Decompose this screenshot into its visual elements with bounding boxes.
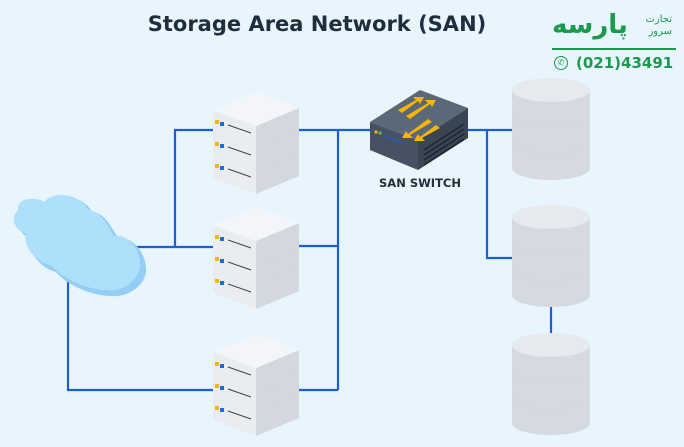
logo-brand: پارسه <box>552 10 628 40</box>
company-logo: پارسه تجارت سرور ✆ (021)43491 <box>548 10 678 76</box>
logo-subtitle: تجارت سرور <box>645 14 672 37</box>
san-switch-icon <box>370 90 468 170</box>
link-cloud-servers <box>125 128 215 249</box>
switch-label: SAN SWITCH <box>379 176 461 190</box>
phone-icon: ✆ <box>554 56 568 70</box>
storage-disk-icon <box>512 205 590 307</box>
connection-lines <box>66 128 553 392</box>
logo-phone: (021)43491 <box>576 54 674 72</box>
diagram-title: Storage Area Network (SAN) <box>147 12 487 36</box>
storage-disk-icon <box>512 333 590 435</box>
switch-arrows-icon <box>398 97 440 141</box>
storage-disk-icon <box>512 78 590 180</box>
link-switch-storage2 <box>485 130 514 260</box>
link-cloud-server3 <box>66 280 215 392</box>
server-icon <box>213 207 299 309</box>
cloud-icon <box>13 195 147 297</box>
server-icon <box>213 92 299 194</box>
logo-divider <box>552 48 676 50</box>
server-icon <box>213 334 299 436</box>
